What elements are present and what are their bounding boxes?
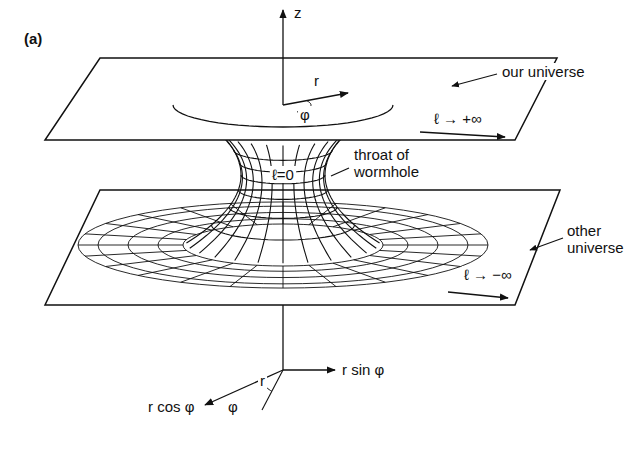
- region-label: our universe: [500, 63, 587, 80]
- coordinate-label: r: [258, 372, 267, 389]
- z-axis-lower: [282, 305, 283, 370]
- axis-label: z: [292, 4, 304, 21]
- flare-radial-line: [105, 256, 196, 267]
- axis-label: r cos φ: [146, 398, 196, 415]
- flare-radial-line: [354, 260, 428, 276]
- sin-axis: [283, 369, 335, 370]
- throat-meridian: [258, 145, 272, 263]
- infinity-arrow: [420, 132, 505, 137]
- infinity-arrow: [448, 292, 508, 298]
- coordinate-axes: [205, 305, 335, 410]
- flare-radial-line: [309, 265, 336, 286]
- throat-meridian: [282, 145, 283, 263]
- coordinate-label: ℓ=0: [270, 166, 296, 183]
- flare-radial-line: [85, 250, 186, 256]
- other-universe-plane: [45, 190, 560, 305]
- flare-radial-line: [138, 215, 212, 231]
- flare-radial-line: [354, 215, 428, 231]
- axis-label: r sin φ: [340, 361, 386, 378]
- flare-radial-line: [370, 223, 461, 234]
- coordinate-label: r: [312, 72, 321, 89]
- flare-radial-line: [105, 223, 196, 234]
- figure-letter: (a): [22, 30, 44, 47]
- throat-grid: [186, 132, 379, 263]
- flare-radial-line: [230, 265, 257, 286]
- flare-radial-line: [309, 203, 336, 224]
- upper-marks: [173, 10, 563, 298]
- throat-ring: [238, 190, 327, 199]
- region-label: other universe: [565, 222, 639, 257]
- r-vector: [283, 93, 348, 105]
- part-label: throat of wormhole: [352, 146, 438, 181]
- z-axis: [282, 10, 283, 105]
- throat-ring: [229, 207, 337, 218]
- flare-radial-line: [380, 250, 481, 256]
- flare-radial-line: [85, 234, 186, 240]
- throat-meridian: [215, 141, 254, 257]
- coordinate-label: ℓ → −∞: [462, 266, 514, 283]
- flare-radial-line: [230, 203, 257, 224]
- coordinate-label: φ: [226, 398, 240, 415]
- flare-radial-line: [138, 260, 212, 276]
- leader-line: [331, 168, 349, 176]
- cos-axis: [205, 370, 283, 405]
- flare-radial-line: [380, 234, 481, 240]
- throat-meridian: [199, 139, 246, 253]
- flare-radial-line: [181, 263, 234, 282]
- flare-radial-line: [383, 245, 488, 246]
- flare-radial-line: [283, 266, 284, 288]
- our-universe-plane: [45, 58, 557, 140]
- throat-ring: [234, 150, 333, 160]
- leader-line: [452, 74, 497, 86]
- leader-line: [530, 238, 563, 250]
- coordinate-label: φ: [298, 106, 312, 123]
- radius-circle: [173, 105, 393, 127]
- coordinate-label: ℓ → +∞: [432, 110, 484, 127]
- flare-radial-line: [370, 256, 461, 267]
- throat-meridian: [235, 144, 262, 261]
- throat-ring: [212, 225, 355, 240]
- flare-radial-line: [333, 263, 386, 282]
- flare-radial-line: [78, 245, 183, 246]
